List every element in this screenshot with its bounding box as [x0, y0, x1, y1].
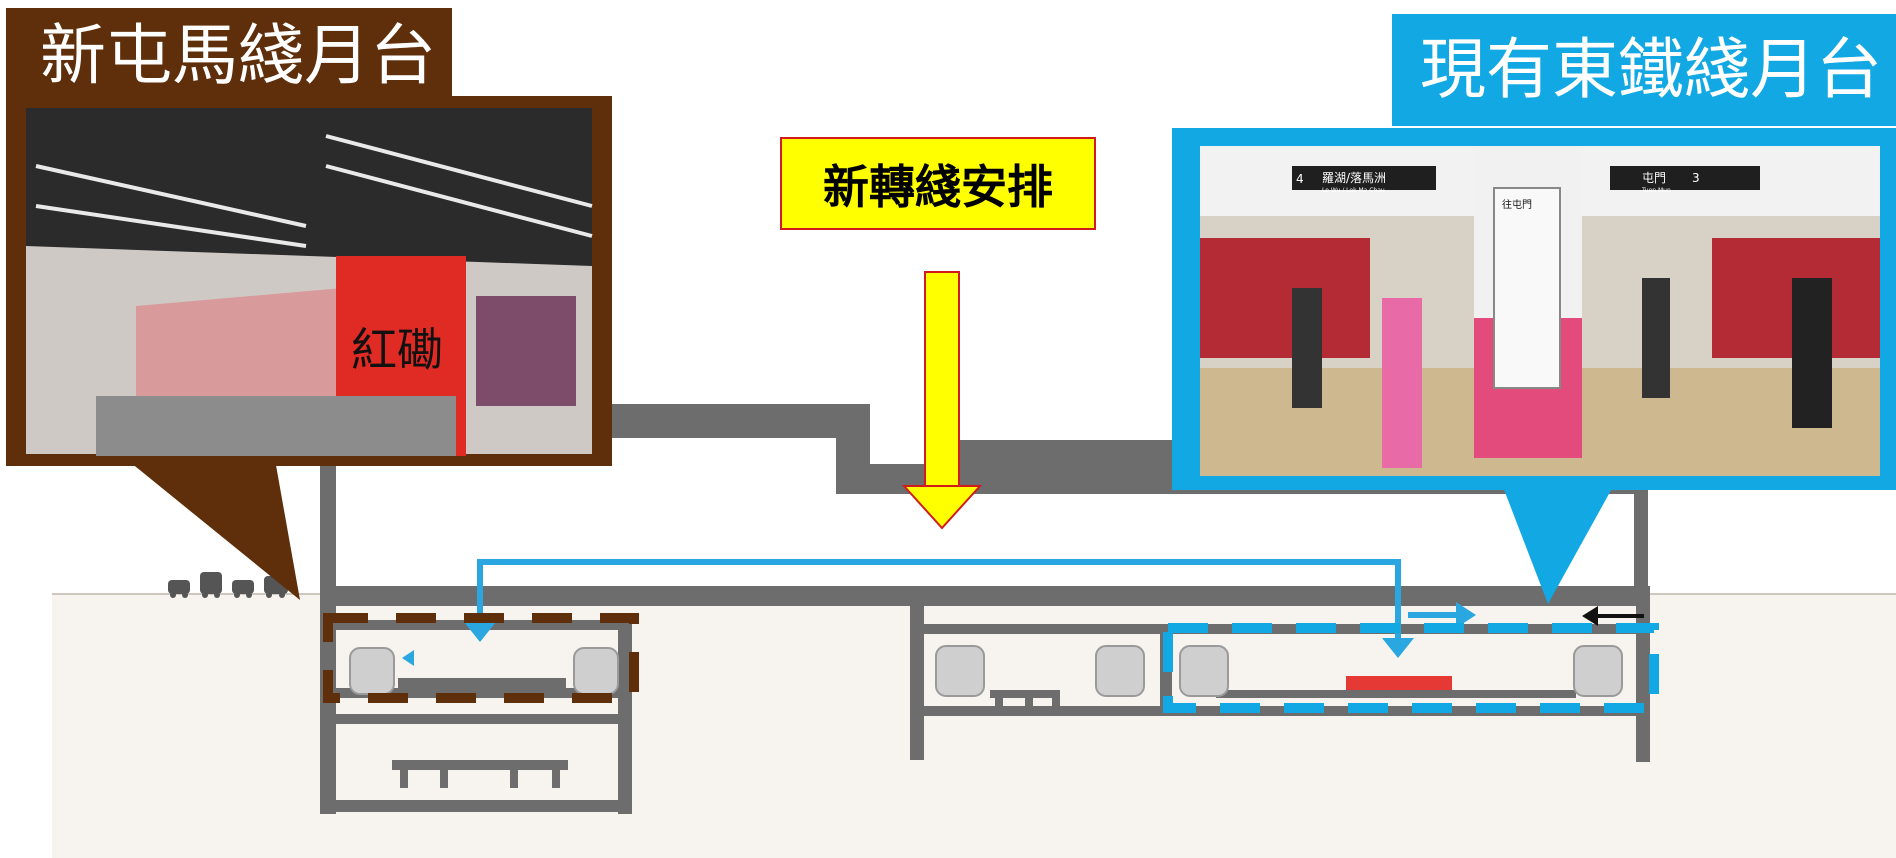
pillar-sign: 往屯門 [1502, 198, 1532, 211]
sign-right-destination-en: Tuen Mun [1641, 187, 1671, 194]
surface-vehicles [168, 572, 288, 598]
left-platform-photo: 紅磡 [26, 108, 593, 456]
sign-right-line: 3 [1692, 171, 1700, 185]
right-photo-frame: 往屯門 4 羅湖/落馬洲 Lo Wu / Lok Ma Chau 屯門 Tuen… [1172, 128, 1896, 490]
ground-area [52, 593, 1896, 858]
right-platform-title: 現有東鐵綫月台 [1392, 14, 1896, 126]
right-platform-photo: 往屯門 4 羅湖/落馬洲 Lo Wu / Lok Ma Chau 屯門 Tuen… [1200, 146, 1880, 476]
sign-right-destination: 屯門 [1642, 171, 1666, 185]
left-photo-frame: 紅磡 [6, 96, 612, 466]
transfer-arrangement-callout: 新轉綫安排 [780, 137, 1096, 230]
sign-left-destination: 羅湖/落馬洲 [1322, 170, 1386, 185]
left-platform-title: 新屯馬綫月台 [6, 8, 452, 104]
calligraphy-sign: 紅磡 [351, 323, 443, 377]
sign-left-destination-en: Lo Wu / Lok Ma Chau [1322, 187, 1385, 194]
sign-left-line: 4 [1296, 172, 1304, 186]
